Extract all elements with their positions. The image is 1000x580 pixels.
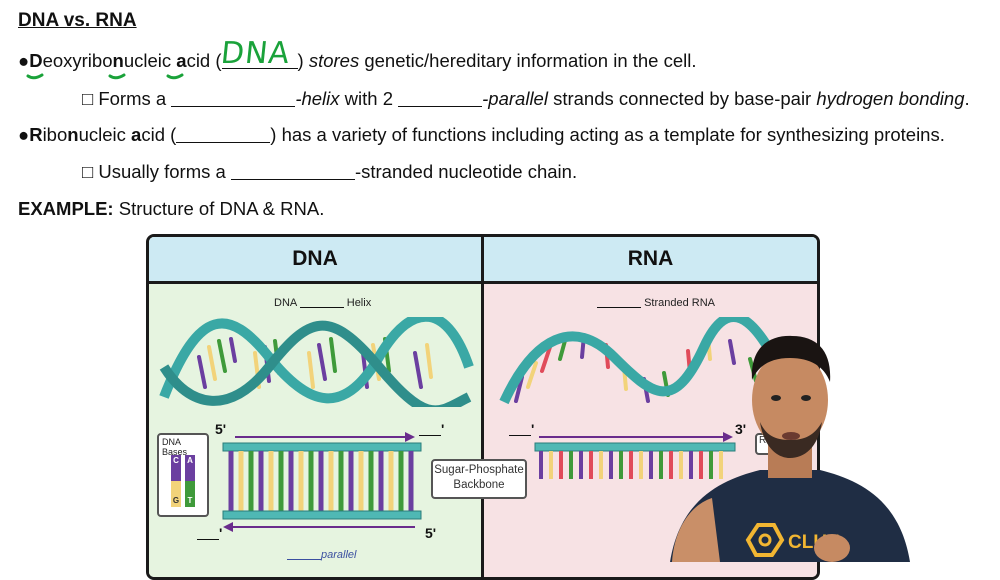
text-part: strands connected by base-pair bbox=[547, 88, 817, 109]
blank bbox=[197, 527, 219, 540]
rna-right-3prime: 3' bbox=[735, 421, 747, 437]
bullet-marker: ● bbox=[18, 50, 30, 71]
text-hydrogen-bonding: hydrogen bonding bbox=[816, 88, 965, 109]
rna-sub-text: Stranded RNA bbox=[644, 297, 715, 309]
backbone-line1: Sugar-Phosphate bbox=[434, 464, 524, 476]
blank bbox=[287, 550, 321, 560]
rna-blank bbox=[176, 126, 271, 143]
text-part: Forms a bbox=[98, 88, 172, 109]
text-part: cid ( bbox=[141, 124, 177, 145]
dna-helix-label: DNA Helix bbox=[274, 297, 371, 309]
sub-bullet-stranded: □ Usually forms a -stranded nucleotide c… bbox=[82, 161, 577, 183]
rna-stranded-label: Stranded RNA bbox=[597, 297, 715, 309]
text-part: cid ( bbox=[186, 50, 222, 71]
text-helix: -helix bbox=[295, 88, 340, 109]
bullet-marker: ● bbox=[18, 124, 30, 145]
dna-sub-b: Helix bbox=[346, 297, 372, 309]
dna-side-bg bbox=[149, 237, 481, 577]
prime-mark: ' bbox=[219, 525, 223, 541]
base-c: C bbox=[171, 455, 181, 481]
text-part: with 2 bbox=[339, 88, 399, 109]
text-part: ucleic bbox=[78, 124, 132, 145]
backbone-line2: Backbone bbox=[453, 479, 505, 491]
prime-mark: ' bbox=[441, 421, 445, 437]
rna-left-blank-prime: ' bbox=[509, 421, 534, 437]
rna-ladder bbox=[534, 432, 736, 479]
dna-sub-blank bbox=[299, 297, 344, 308]
sugar-phosphate-callout: Sugar-Phosphate Backbone bbox=[431, 459, 527, 499]
text-parallel: -parallel bbox=[482, 88, 548, 109]
dna-header: DNA bbox=[149, 237, 481, 284]
base-g: G bbox=[171, 481, 181, 507]
text-part: ibo bbox=[42, 124, 68, 145]
dna-top-blank-prime: ' bbox=[419, 421, 444, 437]
bullet-rna-definition: ●Ribonucleic acid ( ) has a variety of fu… bbox=[18, 124, 945, 146]
letter-n: n bbox=[112, 50, 124, 71]
blank bbox=[509, 423, 531, 436]
logo-hexagon-icon bbox=[745, 523, 785, 557]
letter-d: D bbox=[29, 50, 43, 71]
handwritten-underlines bbox=[26, 73, 184, 80]
example-line: EXAMPLE: Structure of DNA & RNA. bbox=[18, 198, 324, 220]
rna-sub-blank bbox=[597, 297, 641, 308]
dna-top-5prime: 5' bbox=[215, 421, 227, 437]
letter-n: n bbox=[67, 124, 79, 145]
dna-blank bbox=[221, 52, 298, 69]
base-a: A bbox=[185, 455, 195, 481]
checkbox-glyph: □ bbox=[82, 88, 94, 109]
rna-header: RNA bbox=[484, 237, 817, 284]
panel-divider bbox=[481, 237, 484, 577]
parallel-text: parallel bbox=[321, 549, 357, 561]
dna-double-helix bbox=[159, 317, 474, 407]
helix-blank bbox=[171, 90, 296, 107]
text-part: genetic/hereditary information in the ce… bbox=[359, 50, 697, 71]
text-part: -stranded nucleotide chain. bbox=[354, 161, 578, 182]
letter-a: a bbox=[176, 50, 187, 71]
dna-sub-a: DNA bbox=[274, 297, 297, 309]
text-part: ) bbox=[297, 50, 304, 71]
letter-a: a bbox=[131, 124, 142, 145]
handwritten-dna: DNA bbox=[219, 36, 292, 71]
sub-bullet-helix: □ Forms a -helix with 2 -parallel strand… bbox=[82, 88, 970, 110]
bases-title: DNA Bases bbox=[162, 437, 188, 457]
verb-stores: stores bbox=[308, 50, 360, 71]
blank bbox=[419, 423, 441, 436]
prime-mark: ' bbox=[531, 421, 535, 437]
presenter-video: CLUT bbox=[670, 335, 910, 562]
letter-r: R bbox=[29, 124, 43, 145]
parallel-blank bbox=[398, 90, 483, 107]
bullet-dna-definition: ●Deoxyribonucleic acid () stores genetic… bbox=[18, 50, 697, 72]
text-part: eoxyribo bbox=[42, 50, 113, 71]
parallel-label: parallel bbox=[287, 549, 356, 561]
stranded-blank bbox=[230, 163, 355, 180]
example-text: Structure of DNA & RNA. bbox=[113, 198, 325, 219]
example-label: EXAMPLE: bbox=[18, 198, 114, 219]
text-part: . bbox=[964, 88, 970, 109]
dna-bottom-blank-prime: ' bbox=[197, 525, 222, 541]
dna-ladder bbox=[222, 432, 422, 532]
text-part: Usually forms a bbox=[98, 161, 231, 182]
dna-bottom-5prime: 5' bbox=[425, 525, 437, 541]
checkbox-glyph: □ bbox=[82, 161, 94, 182]
dna-bases-key: DNA Bases C A G T bbox=[157, 433, 209, 517]
page-title: DNA vs. RNA bbox=[18, 10, 137, 31]
base-t: T bbox=[185, 481, 195, 507]
text-part: ucleic bbox=[123, 50, 177, 71]
rna-single-strand bbox=[499, 317, 789, 405]
text-part: ) has a variety of functions including a… bbox=[270, 124, 945, 145]
